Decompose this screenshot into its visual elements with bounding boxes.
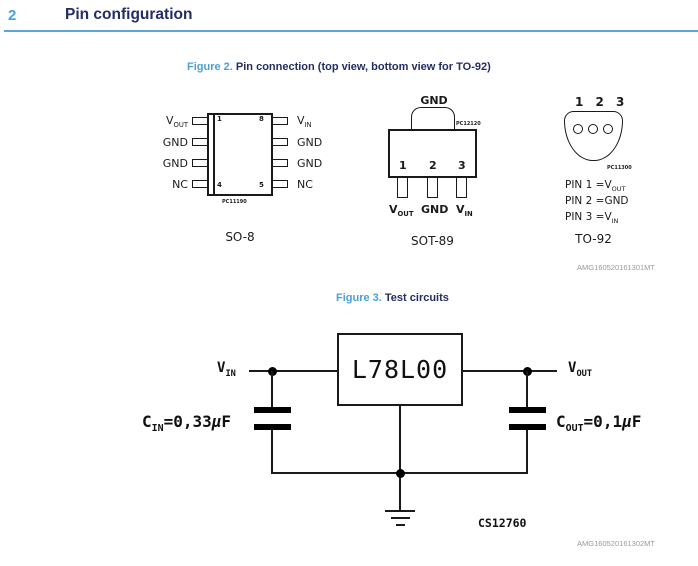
sot89-tab-label: GND — [420, 94, 448, 107]
section-title: Pin configuration — [65, 6, 193, 23]
regulator-box: L78L00 — [337, 333, 463, 406]
sot89-leg-2 — [427, 177, 438, 198]
sot89-drawing-code: PC12120 — [456, 121, 481, 127]
figure2-watermark: AMG160520161301MT — [577, 263, 655, 272]
so8-stub-right-4 — [272, 180, 288, 188]
sot89-caption: SOT-89 — [411, 234, 454, 248]
figure3-caption-label: Figure 3. — [336, 292, 382, 304]
sot89-leg-1 — [397, 177, 408, 198]
cin-plate-bottom — [254, 424, 291, 430]
so8-num-4: 4 — [217, 181, 222, 189]
sot89-tab — [411, 107, 455, 131]
to92-top-numbers: 1 2 3 — [575, 95, 629, 109]
to92-pin1-assignment: PIN 1 =VOUT — [565, 179, 626, 194]
wire-input-to-cin — [271, 371, 273, 408]
sot89-num-2: 2 — [429, 159, 437, 172]
to92-pin2-assignment: PIN 2 =GND — [565, 195, 629, 207]
mu-symbol: μ — [622, 412, 632, 431]
so8-pin-label-nc-l4: NC — [172, 178, 188, 191]
figure3-watermark: AMG160520161302MT — [577, 539, 655, 548]
so8-num-1: 1 — [217, 115, 222, 123]
wire-cin-to-ground-rail — [271, 430, 273, 474]
to92-lead-hole-2 — [588, 124, 598, 134]
figure2-caption: Figure 2. Pin connection (top view, bott… — [187, 62, 491, 73]
so8-stub-left-1 — [192, 117, 208, 125]
so8-stub-right-3 — [272, 159, 288, 167]
section-number: 2 — [8, 7, 17, 24]
figure2-caption-title: Pin connection (top view, bottom view fo… — [235, 61, 491, 73]
sot89-body — [388, 129, 477, 178]
cin-plate-top — [254, 407, 291, 413]
sot89-num-3: 3 — [458, 159, 466, 172]
sot89-label-vout: VOUT — [389, 203, 414, 219]
wire-box-to-ground — [399, 406, 401, 510]
so8-caption: SO-8 — [225, 230, 255, 244]
so8-pin-label-vout: VOUT — [165, 114, 188, 130]
so8-pin-label-gnd-r2: GND — [297, 136, 323, 149]
ground-symbol-bar-3 — [396, 524, 405, 526]
wire-box-to-vout — [463, 370, 557, 372]
vin-label: VIN — [217, 360, 236, 379]
sot89-label-vin: VIN — [456, 203, 473, 219]
cout-plate-bottom — [509, 424, 546, 430]
sot89-leg-3 — [456, 177, 467, 198]
figure3-caption: Figure 3. Test circuits — [336, 293, 449, 304]
vout-label: VOUT — [568, 360, 593, 379]
cout-value-label: COUT=0,1μF — [556, 412, 642, 435]
so8-stub-left-4 — [192, 180, 208, 188]
sot89-label-gnd: GND — [421, 203, 449, 216]
ground-symbol-bar-1 — [385, 510, 415, 512]
schematic-code: CS12760 — [478, 516, 527, 530]
sot89-num-1: 1 — [399, 159, 407, 172]
so8-stub-left-3 — [192, 159, 208, 167]
so8-pin-label-vin: VIN — [297, 114, 312, 130]
to92-lead-hole-3 — [603, 124, 613, 134]
so8-num-5: 5 — [259, 181, 264, 189]
so8-stub-right-1 — [272, 117, 288, 125]
section-underline — [4, 30, 698, 32]
figure3-caption-title: Test circuits — [384, 292, 449, 304]
to92-lead-hole-1 — [573, 124, 583, 134]
wire-vin-to-box — [249, 370, 337, 372]
so8-num-8: 8 — [259, 115, 264, 123]
so8-pin-label-nc-r4: NC — [297, 178, 313, 191]
so8-drawing-code: PC11190 — [222, 199, 247, 205]
wire-output-to-cout — [526, 371, 528, 408]
to92-drawing-code: PC11300 — [607, 165, 632, 171]
figure2-caption-label: Figure 2. — [187, 61, 233, 73]
wire-cout-to-ground-rail — [526, 430, 528, 474]
mu-symbol: μ — [211, 412, 222, 431]
so8-stub-right-2 — [272, 138, 288, 146]
so8-pin-label-gnd-r3: GND — [297, 157, 323, 170]
cout-plate-top — [509, 407, 546, 413]
so8-stub-left-2 — [192, 138, 208, 146]
regulator-label: L78L00 — [351, 355, 449, 384]
to92-caption: TO-92 — [575, 232, 612, 246]
to92-pin3-assignment: PIN 3 =VIN — [565, 211, 619, 226]
to92-body — [564, 111, 623, 161]
ground-symbol-bar-2 — [391, 517, 410, 519]
cin-value-label: CIN=0,33μF — [142, 412, 232, 435]
node-ground — [396, 469, 405, 478]
so8-pin-label-gnd-l2: GND — [162, 136, 188, 149]
so8-pin-label-gnd-l3: GND — [162, 157, 188, 170]
so8-pin1-stripe — [213, 115, 215, 194]
so8-body — [207, 113, 273, 196]
